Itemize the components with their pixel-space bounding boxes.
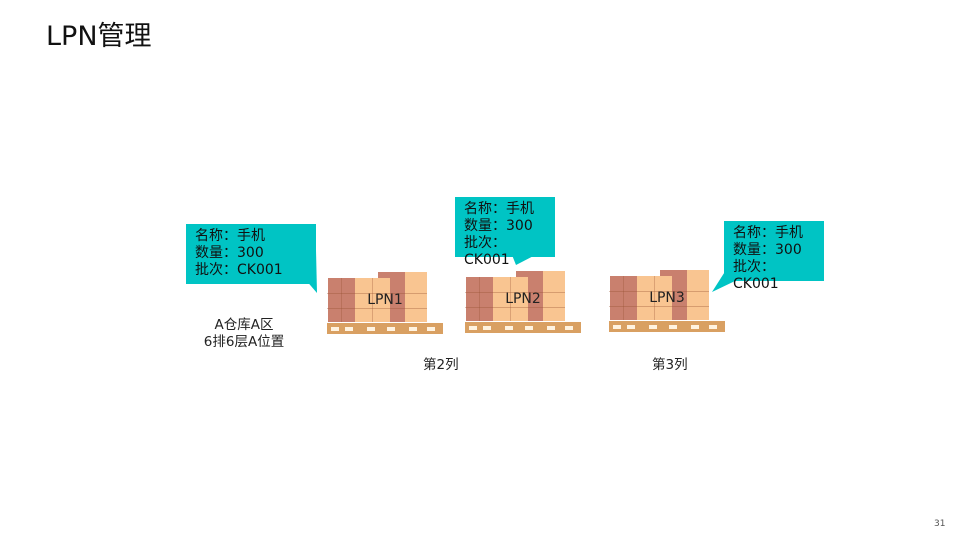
pallet-lpn3[interactable]: LPN3: [609, 268, 725, 332]
callout-batch: 批次：CK001: [195, 262, 283, 278]
callout-name: 名称：手机: [733, 225, 803, 241]
pallet-label: LPN2: [505, 291, 541, 307]
lpn3-info-callout: 名称：手机 数量：300 批次：CK001: [724, 221, 824, 292]
callout-quantity: 数量：300: [464, 218, 533, 234]
location-line-2: 6排6层A位置: [203, 334, 285, 350]
callout-batch: 批次：CK001: [464, 235, 510, 268]
pallet-label: LPN3: [649, 290, 685, 306]
callout-batch: 批次：CK001: [733, 259, 779, 292]
column-3-label: 第3列: [652, 357, 688, 373]
callout-name: 名称：手机: [464, 201, 534, 217]
pallet-label: LPN1: [367, 292, 403, 308]
lpn2-info-callout: 名称：手机 数量：300 批次：CK001: [455, 197, 555, 268]
location-line-1: A仓库A区: [214, 317, 274, 333]
page-title: LPN管理: [46, 21, 152, 52]
callout-quantity: 数量：300: [195, 245, 264, 261]
location-label: A仓库A区 6排6层A位置: [184, 317, 304, 351]
pallet-lpn2[interactable]: LPN2: [465, 269, 581, 333]
page-number: 31: [934, 519, 946, 529]
column-2-label: 第2列: [423, 357, 459, 373]
lpn1-info-callout: 名称：手机 数量：300 批次：CK001: [186, 224, 316, 284]
callout-name: 名称：手机: [195, 228, 265, 244]
pallet-lpn1[interactable]: LPN1: [327, 270, 443, 334]
callout-quantity: 数量：300: [733, 242, 802, 258]
